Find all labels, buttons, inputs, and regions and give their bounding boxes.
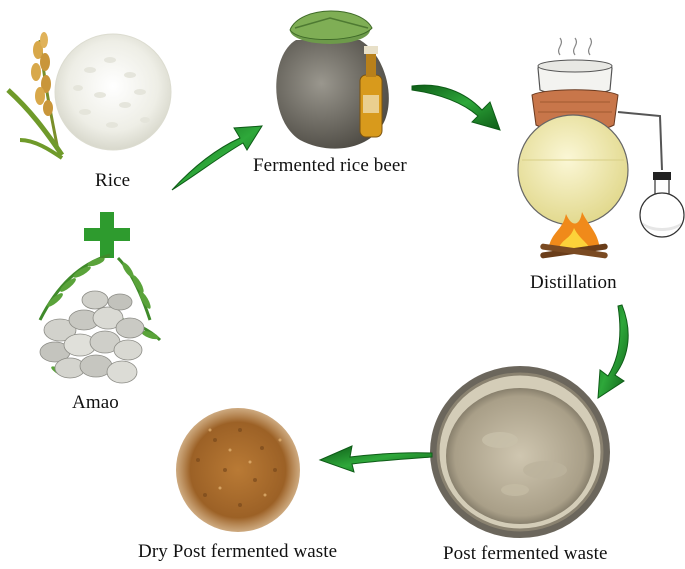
distillation-label: Distillation bbox=[530, 272, 617, 293]
dry-waste-pile-icon bbox=[176, 408, 300, 532]
waste-bowl-icon bbox=[430, 366, 610, 538]
dry-post-fermented-waste-label: Dry Post fermented waste bbox=[138, 541, 338, 562]
post-fermented-waste-image bbox=[430, 366, 610, 538]
arrow-waste-to-dry bbox=[318, 445, 433, 473]
distillation-apparatus-icon bbox=[517, 37, 685, 259]
plus-icon bbox=[84, 212, 130, 258]
fermented-rice-beer-image bbox=[276, 10, 389, 149]
dry-post-fermented-waste-image bbox=[176, 408, 300, 532]
fermented-rice-beer-label: Fermented rice beer bbox=[253, 155, 407, 176]
arrow-distillation-to-waste bbox=[597, 304, 629, 399]
arrow-beer-to-distillation bbox=[411, 84, 501, 131]
bottle-icon bbox=[359, 46, 383, 138]
arrow-rice-to-beer bbox=[171, 125, 263, 191]
flask-icon bbox=[639, 172, 685, 238]
amao-stone-icon bbox=[39, 290, 145, 384]
rice-stalk-icon bbox=[6, 32, 65, 160]
fire-icon bbox=[540, 212, 608, 259]
amao-label: Amao bbox=[72, 392, 119, 413]
rice-label: Rice bbox=[95, 170, 131, 191]
rice-grain-icon bbox=[54, 33, 172, 151]
rice-image bbox=[6, 32, 172, 160]
amao-image bbox=[38, 253, 162, 384]
post-fermented-waste-label: Post fermented waste bbox=[443, 543, 608, 564]
